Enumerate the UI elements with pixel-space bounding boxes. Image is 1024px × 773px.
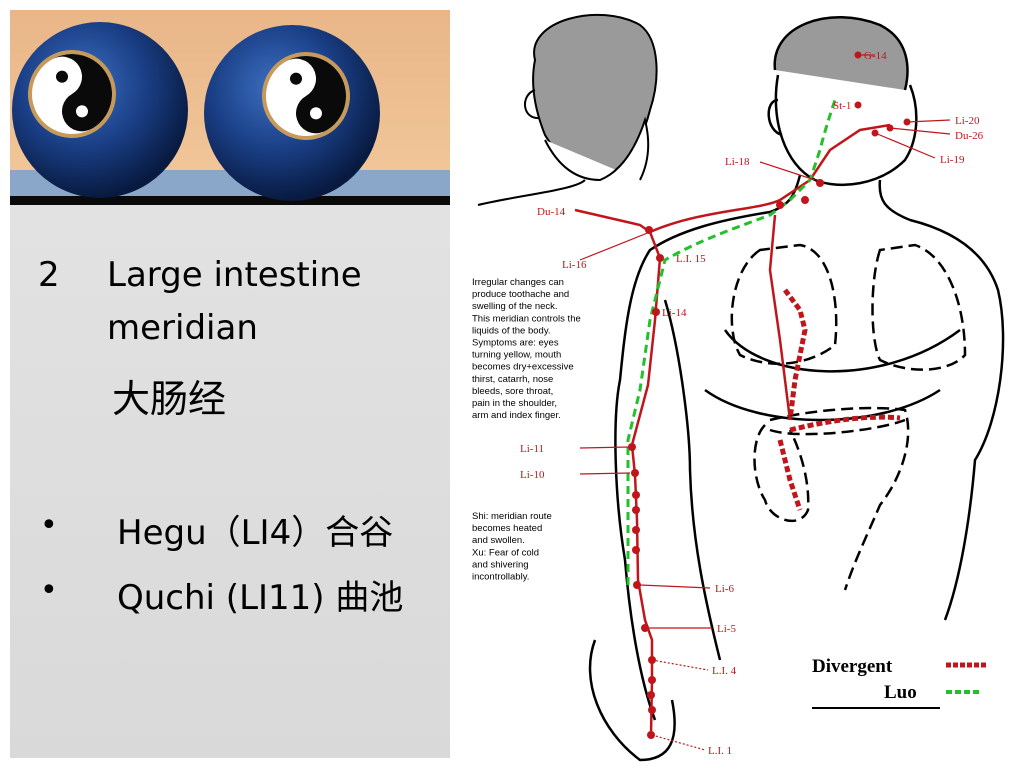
label-li16: Li-16 xyxy=(562,259,587,271)
note-line: arm and index finger. xyxy=(472,410,561,421)
acupoint-dots xyxy=(628,52,911,740)
note-line: Irregular changes can xyxy=(472,277,564,288)
note-line: and swollen. xyxy=(472,535,525,546)
bullet: • xyxy=(40,573,58,608)
label-du26: Du-26 xyxy=(955,130,984,142)
note-line: thirst, catarrh, nose xyxy=(472,374,553,385)
label-du14: Du-14 xyxy=(537,206,566,218)
note-line: swelling of the neck. xyxy=(472,301,558,312)
note-line: Shi: meridian route xyxy=(472,511,552,522)
item-number: 2 xyxy=(38,255,60,295)
note-line: bleeds, sore throat, xyxy=(472,386,553,397)
meridian-diagram: G-14 St-1 Li-20 Du-26 Li-19 Li-18 Du-14 … xyxy=(458,0,1024,768)
legend: Divergent Luo xyxy=(812,656,986,708)
bullet: • xyxy=(40,508,58,543)
note-line: Symptoms are: eyes xyxy=(472,338,559,349)
label-li10: Li-10 xyxy=(520,469,545,481)
label-li20: Li-20 xyxy=(955,115,980,127)
baoding-balls-photo xyxy=(10,10,450,205)
title-line-1: Large intestine xyxy=(107,255,362,295)
label-li6: Li-6 xyxy=(715,583,734,595)
back-figure xyxy=(478,15,657,205)
label-li1: L.I. 1 xyxy=(708,745,732,757)
point-quchi: Quchi (LI11) 曲池 xyxy=(117,570,403,619)
label-li14: Li-14 xyxy=(662,307,687,319)
label-li18: Li-18 xyxy=(725,156,750,168)
note-line: turning yellow, mouth xyxy=(472,350,561,361)
label-g14: G-14 xyxy=(864,50,887,62)
note-line: Xu: Fear of cold xyxy=(472,547,539,558)
health-ball-left xyxy=(12,22,188,198)
point-hegu: Hegu（LI4）合谷 xyxy=(117,505,393,554)
label-li11: Li-11 xyxy=(520,443,544,455)
health-ball-right xyxy=(204,25,380,201)
note-line: becomes heated xyxy=(472,523,542,534)
label-li19: Li-19 xyxy=(940,154,965,166)
note-line: pain in the shoulder, xyxy=(472,398,557,409)
note-line: liquids of the body. xyxy=(472,325,551,336)
label-li5: Li-5 xyxy=(717,623,736,635)
title-chinese: 大肠经 xyxy=(112,368,226,423)
label-li4: L.I. 4 xyxy=(712,665,737,677)
note-line: produce toothache and xyxy=(472,289,569,300)
note-line: incontrollably. xyxy=(472,572,529,583)
large-intestine-meridian xyxy=(575,125,890,735)
label-li15: L.I. 15 xyxy=(676,253,706,265)
note-line: and shivering xyxy=(472,559,529,570)
divergent-channel xyxy=(780,290,900,510)
note-line: This meridian controls the xyxy=(472,313,581,324)
title-line-2: meridian xyxy=(107,308,258,348)
legend-divergent: Divergent xyxy=(812,656,893,677)
label-st1: St-1 xyxy=(833,100,851,112)
legend-luo: Luo xyxy=(884,682,917,703)
note-line: becomes dry+excessive xyxy=(472,362,574,373)
